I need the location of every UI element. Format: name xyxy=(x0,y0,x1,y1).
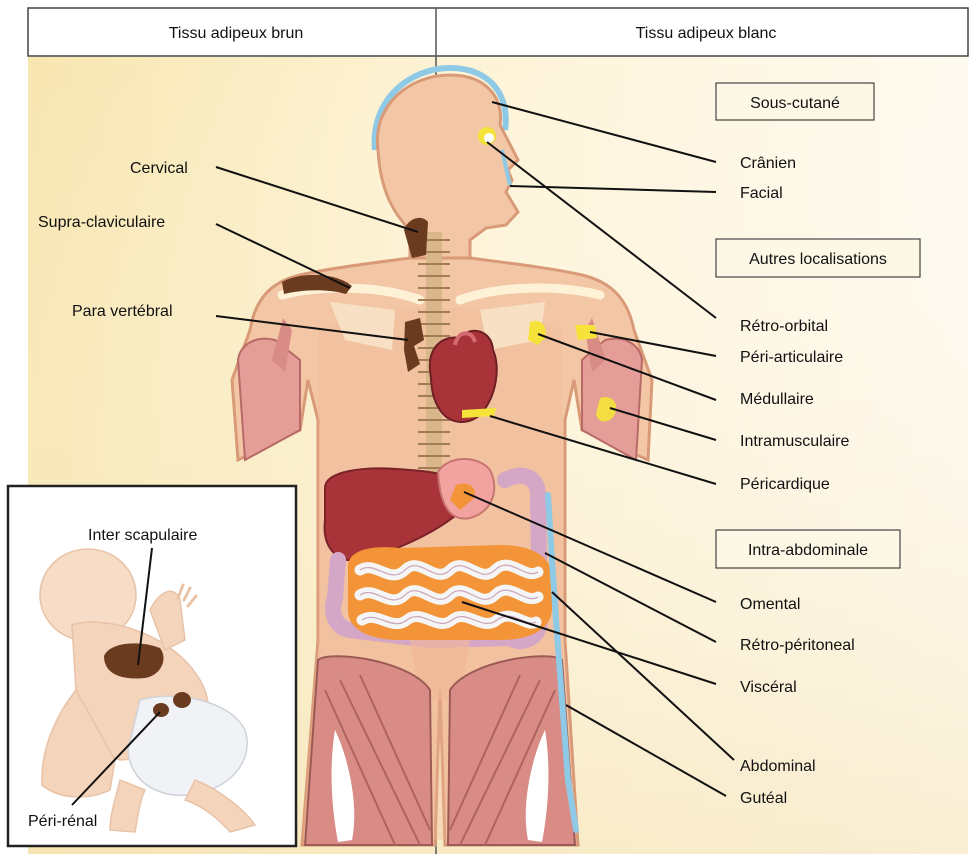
header-white-fat: Tissu adipeux blanc xyxy=(636,25,777,42)
label-cranien: Crânien xyxy=(740,155,796,172)
svg-text:Sous-cutané: Sous-cutané xyxy=(750,95,840,112)
infant-peri-renal-fat-1 xyxy=(173,692,191,708)
label-intramusculaire: Intramusculaire xyxy=(740,433,849,450)
label-peri-renal: Péri-rénal xyxy=(28,813,97,830)
label-medullaire: Médullaire xyxy=(740,391,814,408)
category-autres-localisations: Autres localisations xyxy=(716,239,920,277)
label-visceral: Viscéral xyxy=(740,679,797,696)
label-supra-claviculaire: Supra-claviculaire xyxy=(38,214,165,231)
label-pericardique: Péricardique xyxy=(740,476,830,493)
svg-text:Intra-abdominale: Intra-abdominale xyxy=(748,542,868,559)
label-retro-orbital: Rétro-orbital xyxy=(740,318,828,335)
label-abdominal: Abdominal xyxy=(740,758,816,775)
header-brown-fat: Tissu adipeux brun xyxy=(169,25,304,42)
category-sous-cutane: Sous-cutané xyxy=(716,83,874,120)
svg-text:Autres localisations: Autres localisations xyxy=(749,251,887,268)
label-facial: Facial xyxy=(740,185,783,202)
infant-inset: Inter scapulaire Péri-rénal xyxy=(8,486,296,846)
infant-peri-renal-fat-2 xyxy=(153,703,169,717)
label-cervical: Cervical xyxy=(130,160,188,177)
label-gluteal: Gutéal xyxy=(740,790,787,807)
label-inter-scapulaire: Inter scapulaire xyxy=(88,527,197,544)
label-omental: Omental xyxy=(740,596,800,613)
category-intra-abdominale: Intra-abdominale xyxy=(716,530,900,568)
label-retro-peritoneal: Rétro-péritoneal xyxy=(740,637,855,654)
label-para-vertebral: Para vertébral xyxy=(72,303,173,320)
label-peri-articulaire: Péri-articulaire xyxy=(740,349,843,366)
right-thigh xyxy=(448,656,575,845)
left-thigh xyxy=(305,656,432,845)
